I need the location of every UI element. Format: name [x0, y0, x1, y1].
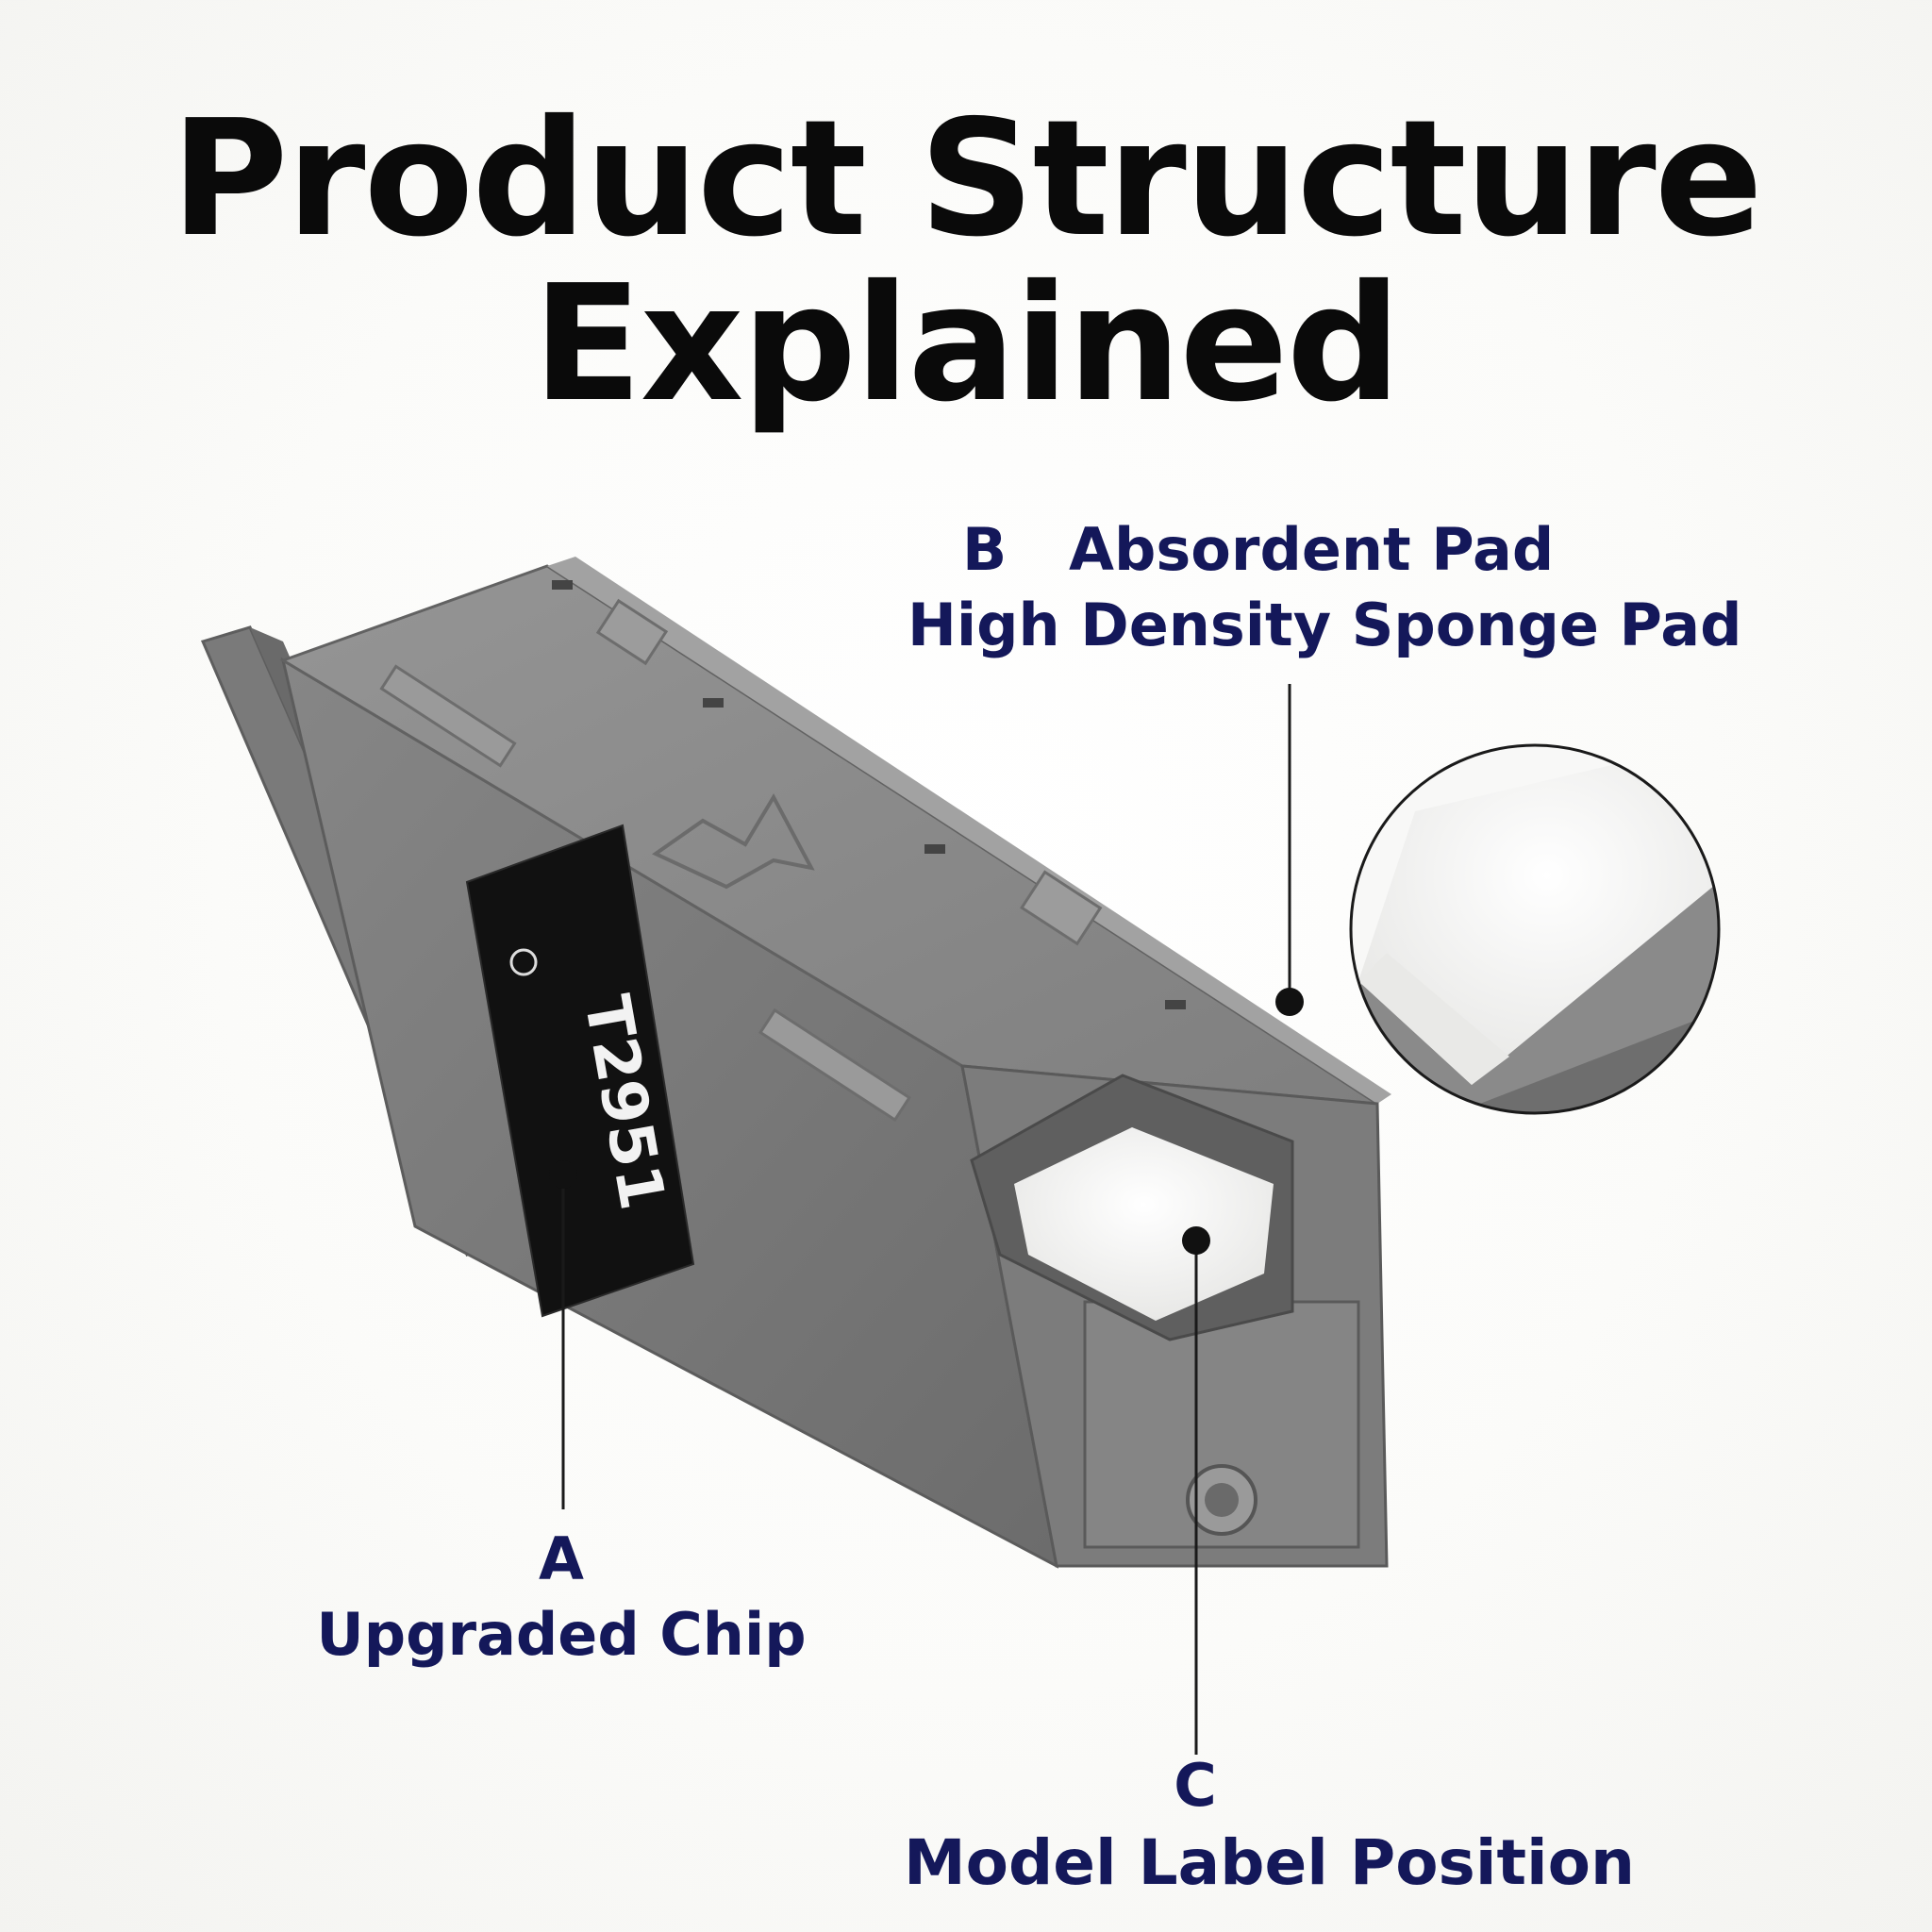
insert-arrow [652, 792, 815, 890]
callout-a-letter: A [539, 1524, 584, 1593]
callout-b-letter: B [962, 515, 1008, 584]
callout-a-label: Upgraded Chip [316, 1600, 807, 1669]
callout-b-label: Absordent Pad [1069, 515, 1555, 584]
leader-dot-b [1275, 988, 1304, 1016]
sponge-pad [1014, 1127, 1274, 1321]
chip-label [465, 824, 695, 1318]
sponge-magnified-inset [1351, 745, 1719, 1113]
callout-c-label: Model Label Position [904, 1826, 1635, 1899]
page-title-line-2: Explained [532, 251, 1402, 438]
page-title-line-1: Product Structure [171, 86, 1763, 273]
callout-c-letter: C [1174, 1751, 1217, 1820]
leader-dot-c [1182, 1226, 1210, 1255]
callout-b-sublabel: High Density Sponge Pad [908, 591, 1742, 659]
leader-dot-a [549, 1160, 577, 1189]
